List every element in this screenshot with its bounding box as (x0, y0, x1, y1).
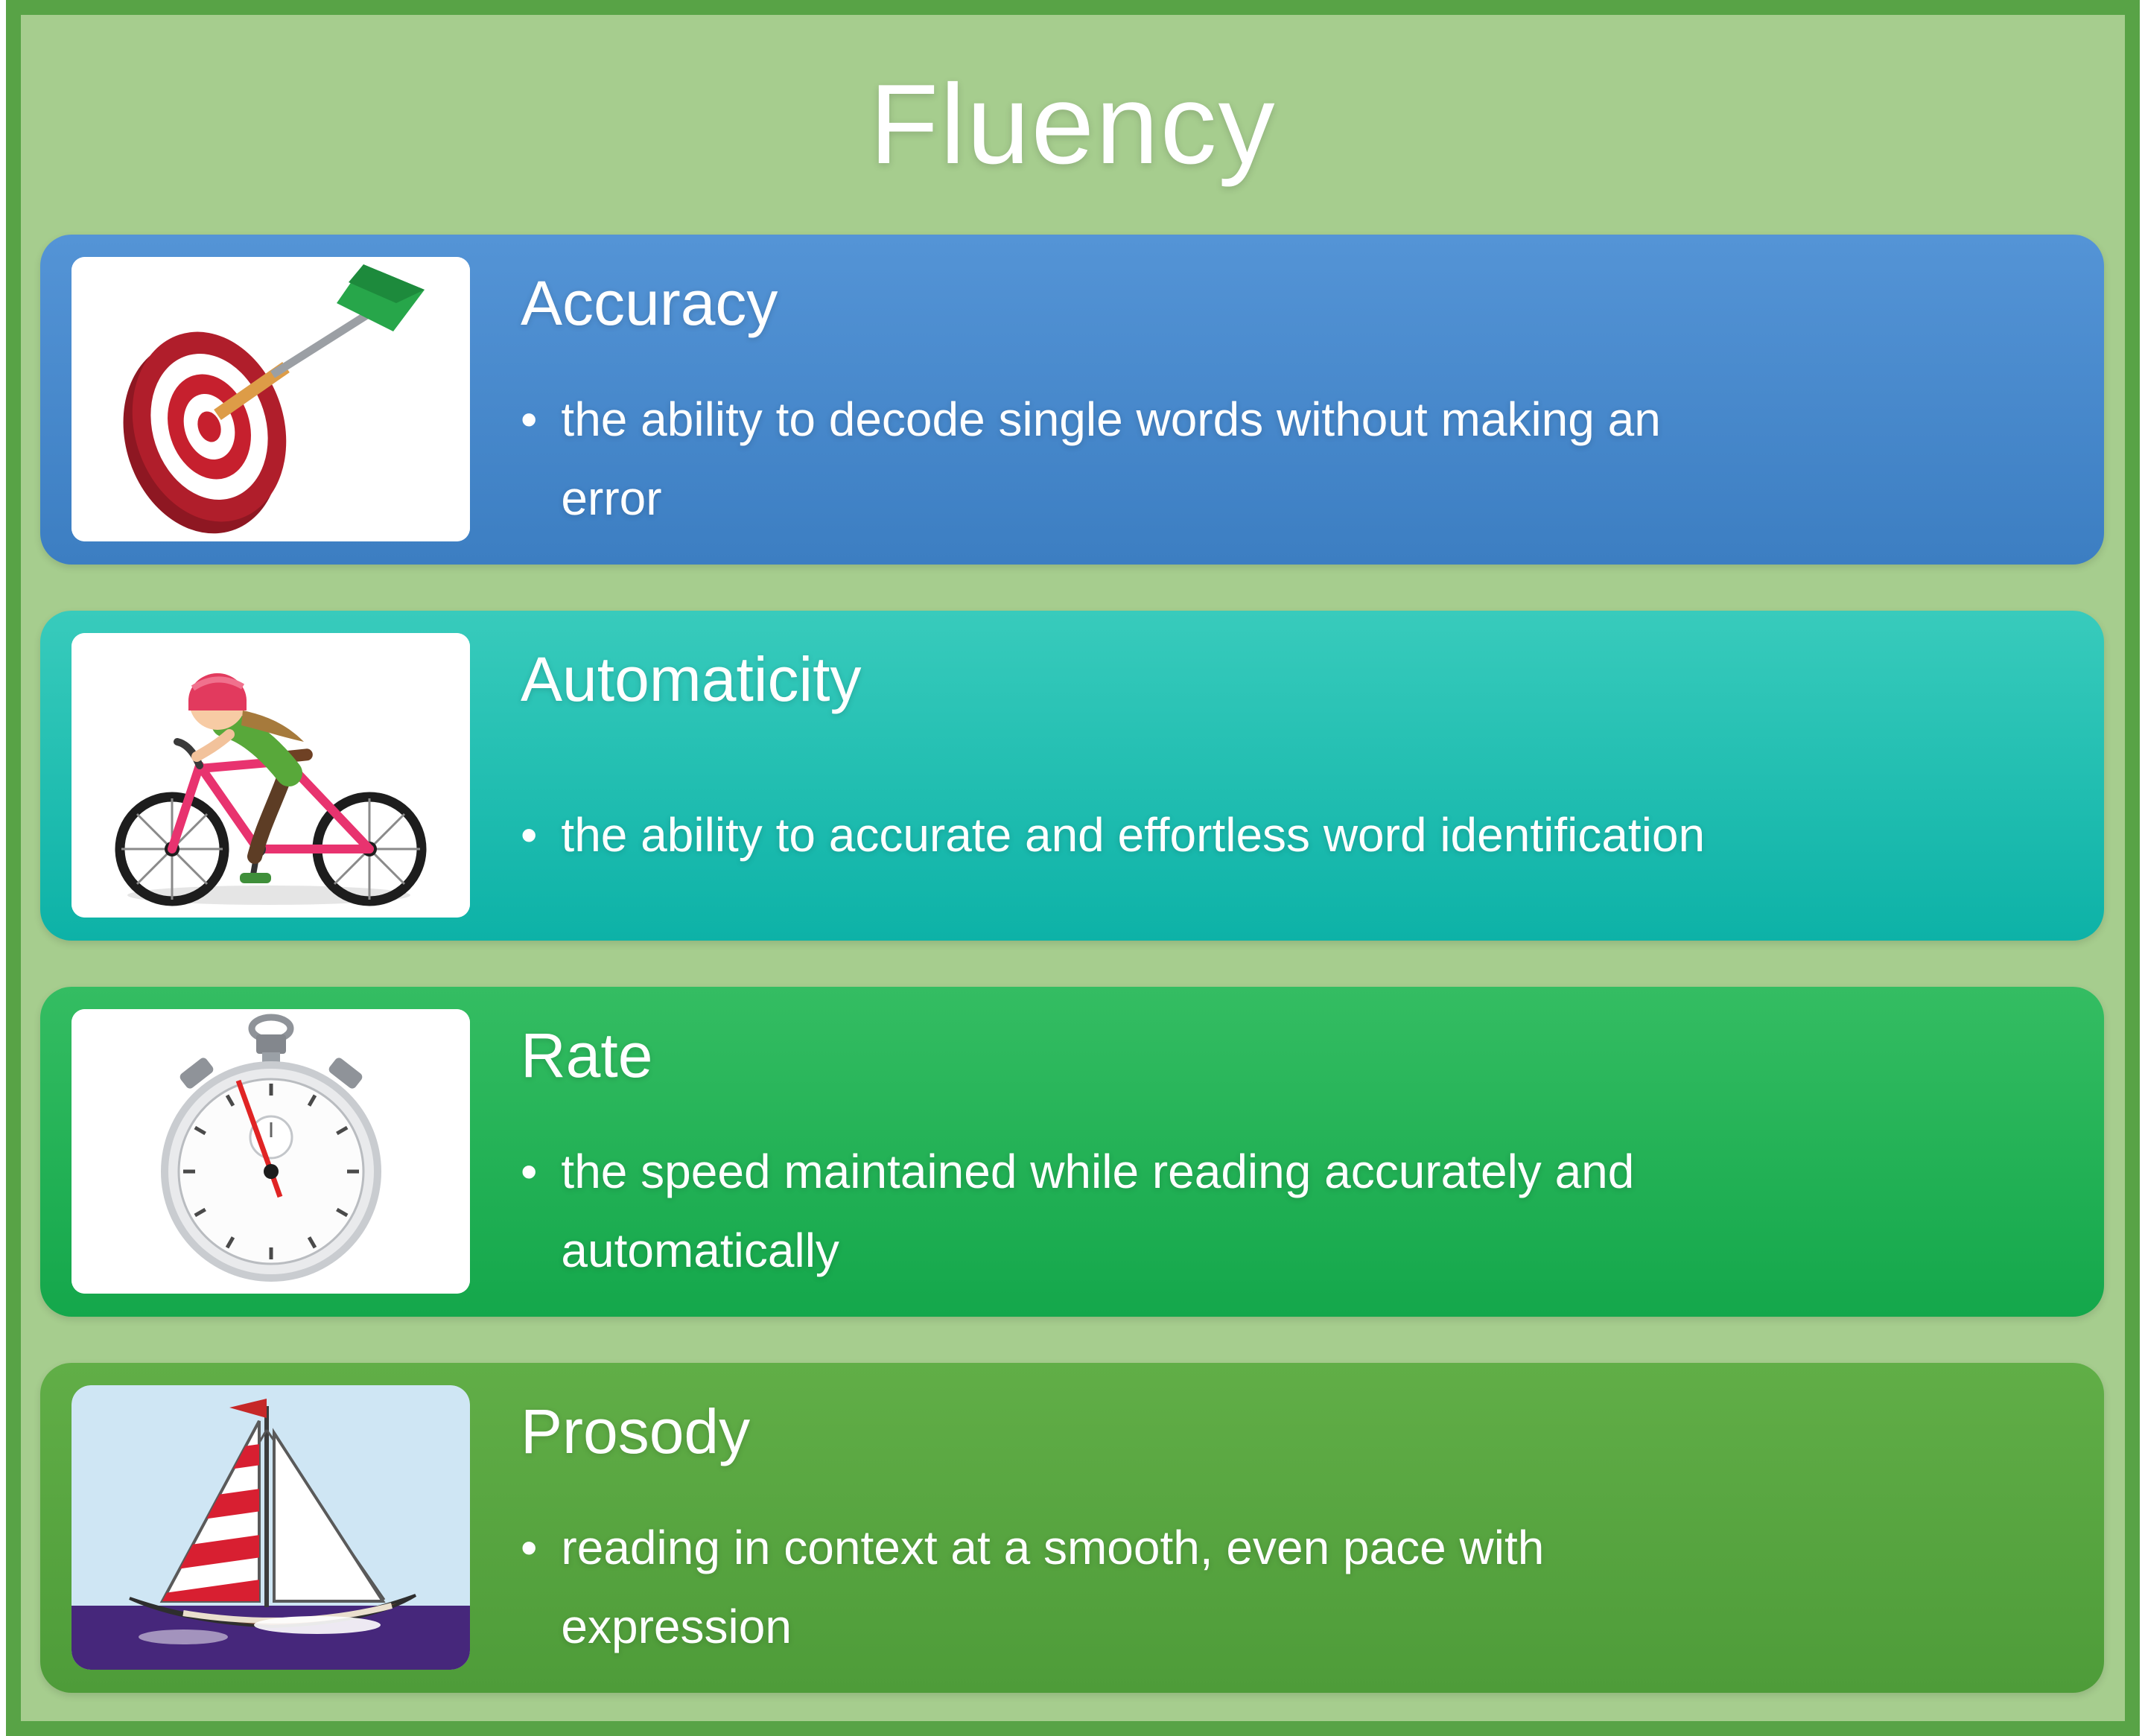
bullet-item: • the speed maintained while reading acc… (521, 1133, 1634, 1290)
bullet-item: • the ability to decode single words wit… (521, 381, 1661, 538)
section-accuracy: Accuracy • the ability to decode single … (40, 235, 2104, 565)
section-rate: Rate • the speed maintained while readin… (40, 987, 2104, 1317)
section-heading: Accuracy (521, 268, 778, 338)
sailboat-graphic (72, 1385, 470, 1670)
stopwatch-icon (72, 1009, 470, 1294)
section-automaticity: Automaticity • the ability to accurate a… (40, 611, 2104, 941)
bicycle-girl-icon (72, 633, 470, 918)
bullet-area: • the speed maintained while reading acc… (521, 1092, 2067, 1317)
bullet-item: • reading in context at a smooth, even p… (521, 1509, 1544, 1666)
bullet-item: • the ability to accurate and effortless… (521, 796, 1705, 875)
section-heading: Prosody (521, 1396, 751, 1466)
bullet-area: • the ability to accurate and effortless… (521, 716, 2067, 941)
bullet-text: the ability to accurate and effortless w… (561, 808, 1706, 862)
section-prosody: Prosody • reading in context at a smooth… (40, 1363, 2104, 1693)
section-heading: Rate (521, 1020, 653, 1090)
target-dart-graphic (72, 257, 470, 541)
page-title: Fluency (869, 61, 1277, 188)
section-heading: Automaticity (521, 644, 862, 714)
slide-frame: Fluency (6, 0, 2140, 1736)
bullet-dot: • (521, 1145, 538, 1199)
target-dart-icon (72, 257, 470, 541)
bicycle-girl-graphic (72, 633, 470, 918)
bullet-area: • the ability to decode single words wit… (521, 340, 2067, 565)
bullet-dot: • (521, 392, 538, 447)
bullet-text: reading in context at a smooth, even pac… (561, 1521, 1545, 1653)
bullet-dot: • (521, 1521, 538, 1575)
bullet-text: the speed maintained while reading accur… (561, 1145, 1635, 1277)
bullet-dot: • (521, 808, 538, 862)
bullet-text: the ability to decode single words witho… (561, 392, 1661, 525)
stopwatch-graphic (72, 1009, 470, 1294)
bullet-area: • reading in context at a smooth, even p… (521, 1468, 2067, 1693)
sailboat-icon (72, 1385, 470, 1670)
